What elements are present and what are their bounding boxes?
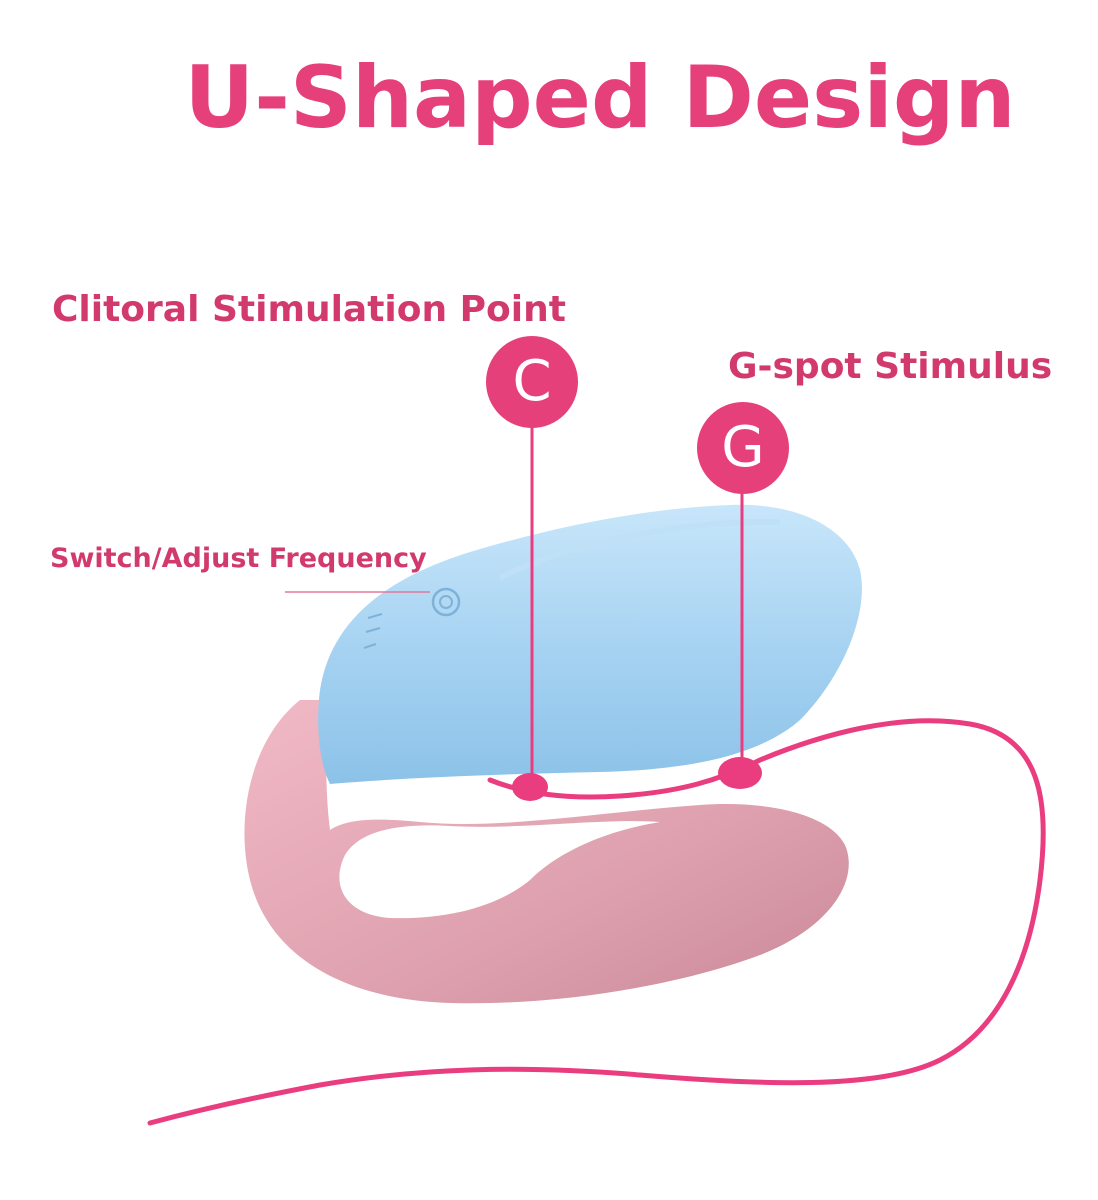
device-ridge	[498, 518, 781, 581]
gspot-nub	[718, 757, 762, 789]
gspot-stimulus-label: G-spot Stimulus	[728, 346, 1053, 387]
gspot-badge: G	[697, 402, 789, 494]
device-inner-gap	[339, 821, 660, 919]
clitoral-stimulation-label: Clitoral Stimulation Point	[52, 289, 566, 330]
device-cord	[147, 718, 1046, 1126]
clitoral-badge: C	[486, 336, 578, 428]
clitoral-badge-letter: C	[512, 349, 552, 414]
device-blue-body	[318, 504, 862, 784]
power-button-icon[interactable]	[431, 587, 461, 617]
clitoral-nub	[512, 773, 548, 801]
gspot-badge-letter: G	[721, 415, 765, 480]
engraved-logo-marks	[363, 613, 383, 649]
page-title: U-Shaped Design	[184, 48, 1016, 148]
switch-adjust-frequency-label: Switch/Adjust Frequency	[50, 543, 427, 574]
